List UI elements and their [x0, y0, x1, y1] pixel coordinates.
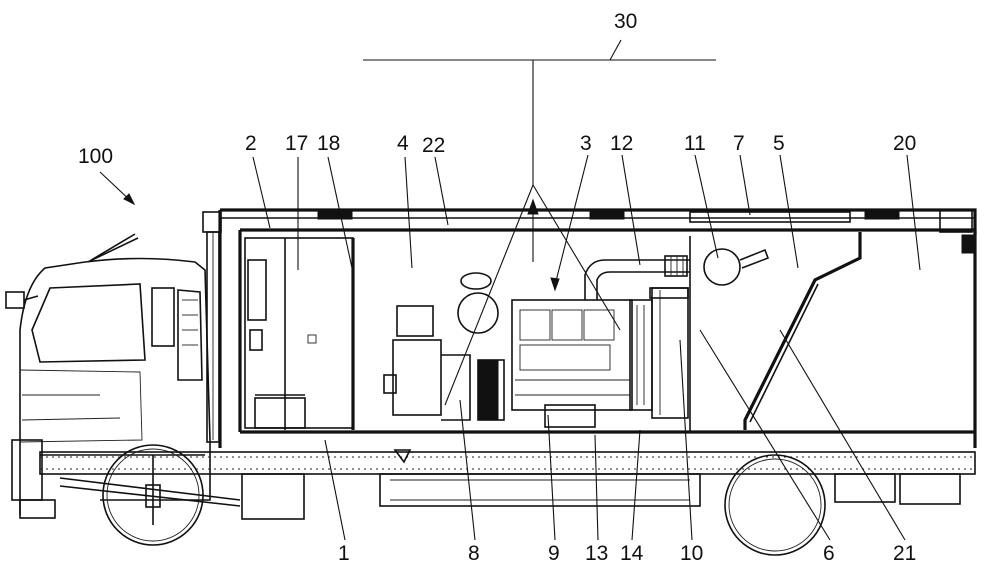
rear-wheel	[725, 455, 825, 555]
label-9: 9	[548, 542, 560, 565]
truck-cab	[6, 234, 210, 518]
label-6: 6	[823, 542, 835, 565]
label-22: 22	[422, 134, 445, 157]
label-3: 3	[580, 132, 592, 155]
label-21: 21	[893, 542, 916, 565]
label-18: 18	[317, 132, 340, 155]
control-compartment	[245, 238, 353, 430]
exhaust-stack	[203, 212, 221, 442]
label-5: 5	[773, 132, 785, 155]
label-1: 1	[338, 542, 350, 565]
label-10: 10	[680, 542, 703, 565]
label-7: 7	[733, 132, 745, 155]
label-100: 100	[78, 145, 113, 168]
generator	[384, 306, 504, 420]
label-2: 2	[245, 132, 257, 155]
box-body	[220, 210, 975, 448]
label-17: 17	[285, 132, 308, 155]
label-8: 8	[468, 542, 480, 565]
front-wheel	[60, 445, 240, 545]
label-14: 14	[620, 542, 644, 565]
reference-numerals: 100 2 17 18 4 22 30 3 12 11 7 5 20 1 8 9…	[78, 10, 916, 565]
label-12: 12	[610, 132, 633, 155]
label-4: 4	[397, 132, 409, 155]
exhaust-pipe	[585, 236, 768, 432]
chassis-frame	[40, 450, 975, 519]
label-13: 13	[585, 542, 608, 565]
label-20: 20	[893, 132, 916, 155]
partition-wall	[745, 232, 860, 430]
label-11: 11	[684, 132, 706, 155]
label-30: 30	[614, 10, 637, 33]
